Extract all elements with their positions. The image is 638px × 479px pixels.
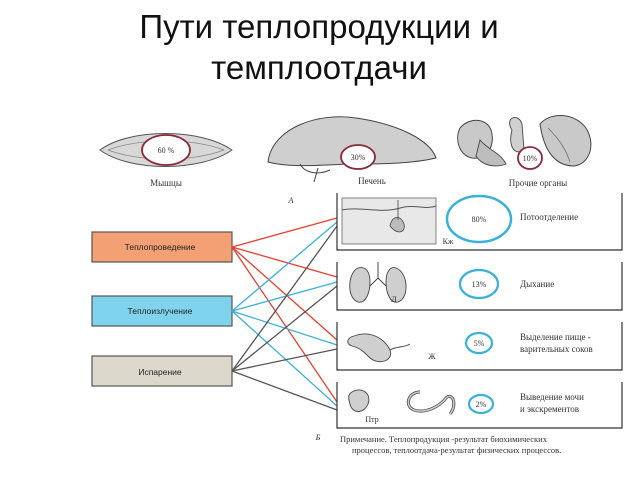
- line-conduction-breath: [231, 246, 338, 278]
- note-line-1: Примечание. Теплопродукция -результат би…: [340, 434, 548, 444]
- output-excretion-label-1: Выведение мочи: [520, 392, 584, 402]
- output-sweating-letter: Кж: [443, 237, 454, 246]
- output-digestive-letter: Ж: [428, 352, 436, 361]
- output-breathing-label: Дыхание: [520, 279, 554, 289]
- connector-lines: [231, 217, 338, 411]
- line-conduction-sweat: [231, 217, 338, 248]
- panel-letter-b: Б: [315, 433, 321, 442]
- line-radiation-excrete: [231, 310, 338, 407]
- output-digestive-label-2: варительных соков: [520, 344, 593, 354]
- output-excretion-percent: 2%: [476, 400, 487, 409]
- title-line-2: темплоотдачи: [211, 49, 427, 86]
- line-evaporation-sweat: [231, 225, 338, 372]
- liver-organ: 30% Печень А: [267, 116, 437, 205]
- method-evaporation-label: Испарение: [138, 367, 182, 377]
- method-conduction-label: Теплопроведение: [125, 242, 196, 252]
- output-sweating-percent: 80%: [472, 215, 487, 224]
- method-radiation: Теплоизлучение: [91, 295, 233, 327]
- note-line-2: процессов, теплоотдача-результат физичес…: [352, 445, 561, 455]
- output-digestive-percent: 5%: [474, 339, 485, 348]
- output-digestive: 5% Ж Выделение пище - варительных соков: [336, 322, 623, 371]
- output-sweating-label: Потоотделение: [520, 212, 578, 222]
- muscle-percent: 60 %: [158, 146, 175, 155]
- line-evaporation-breath: [231, 285, 338, 372]
- line-radiation-sweat: [231, 221, 338, 312]
- output-breathing-letter: Л: [391, 295, 397, 304]
- output-breathing-percent: 13%: [472, 280, 487, 289]
- output-excretion-letter: Птр: [365, 415, 378, 424]
- other-organs-percent: 10%: [523, 154, 538, 163]
- line-evaporation-excrete: [231, 370, 338, 411]
- line-conduction-digest: [231, 246, 338, 341]
- output-digestive-label-1: Выделение пище -: [520, 332, 591, 342]
- output-breathing: 13% Л Дыхание: [336, 262, 623, 311]
- output-excretion-label-2: и экскрементов: [520, 404, 579, 414]
- output-excretion: 2% Птр Выведение мочи и экскрементов: [336, 382, 623, 429]
- method-evaporation: Испарение: [91, 355, 233, 387]
- title-line-1: Пути теплопродукции и: [139, 8, 499, 45]
- line-evaporation-digest: [231, 348, 338, 372]
- other-organs-label: Прочие органы: [509, 178, 567, 188]
- liver-label: Печень: [358, 176, 386, 186]
- muscle-label: Мышцы: [150, 178, 182, 188]
- method-radiation-label: Теплоизлучение: [128, 306, 193, 316]
- line-radiation-breath: [231, 281, 338, 312]
- other-organs: 10% Прочие органы: [457, 115, 592, 188]
- slide-title: Пути теплопродукции и темплоотдачи: [0, 6, 638, 88]
- method-conduction: Теплопроведение: [91, 231, 233, 263]
- muscle-organ: 60 % Мышцы: [99, 133, 233, 188]
- liver-percent: 30%: [351, 153, 366, 162]
- output-sweating: 80% Кж Потоотделение: [336, 193, 623, 251]
- line-conduction-excrete: [231, 246, 338, 403]
- panel-letter-a: А: [288, 196, 294, 205]
